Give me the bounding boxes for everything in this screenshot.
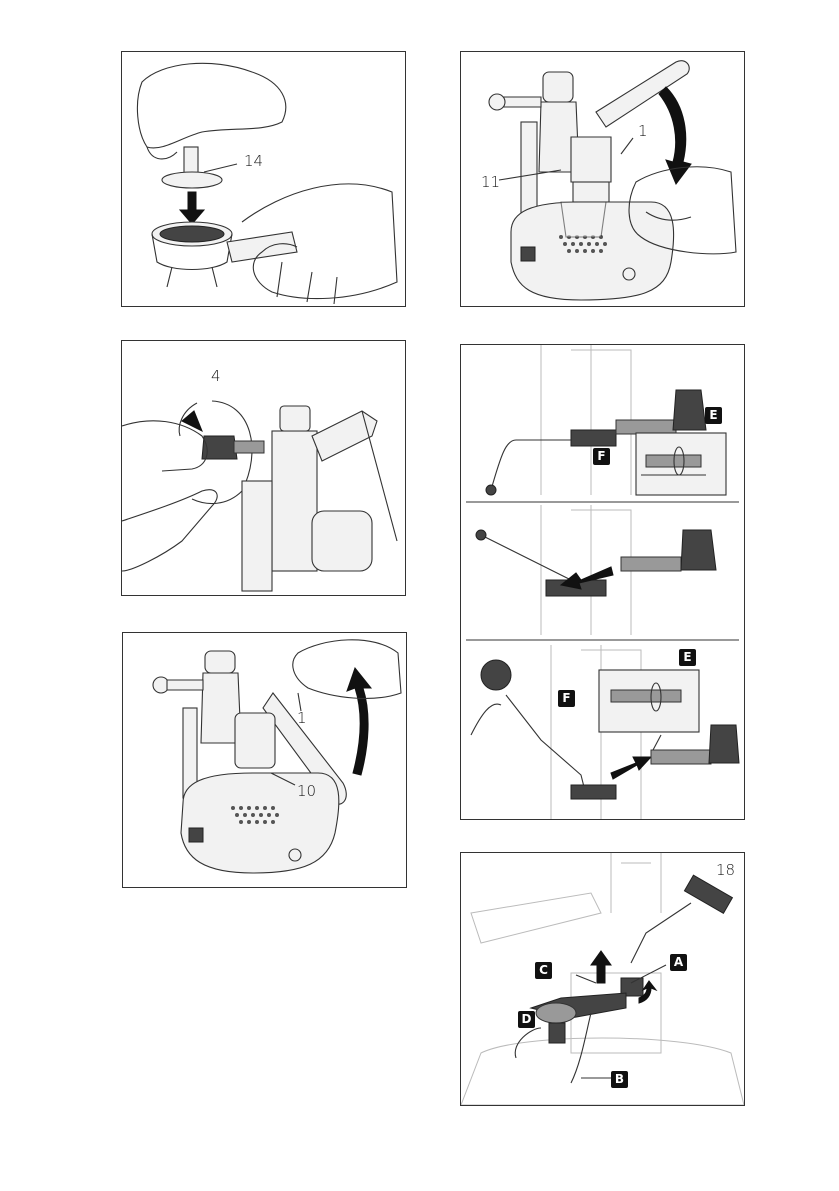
lever-down-illustration [461,52,744,306]
callout-18: 18 [716,861,735,879]
label-b: B [611,1071,628,1088]
figure-cappuccino: 18 A B C D [460,852,745,1106]
knob-illustration [122,341,405,595]
label-d: D [518,1011,535,1028]
figure-knob: 4 [121,340,406,596]
label-e-top: E [705,407,722,424]
callout-1: 1 [638,122,648,140]
figure-tamper: 14 [121,51,406,307]
steam-wand-illustration [461,345,744,819]
label-e-bottom: E [679,649,696,666]
figure-lever-up: 1 10 [122,632,407,888]
label-c: C [535,962,552,979]
callout-14: 14 [244,152,263,170]
callout-1: 1 [297,709,307,727]
callout-4: 4 [211,367,221,385]
callout-10: 10 [297,782,316,800]
figure-lever-down: 1 11 [460,51,745,307]
label-f-bottom: F [558,690,575,707]
label-a: A [670,954,687,971]
cappuccino-illustration [461,853,744,1105]
tamper-illustration [122,52,405,306]
lever-up-illustration [123,633,406,887]
callout-11: 11 [481,173,500,191]
label-f-top: F [593,448,610,465]
figure-steam-wand: E F E F [460,344,745,820]
